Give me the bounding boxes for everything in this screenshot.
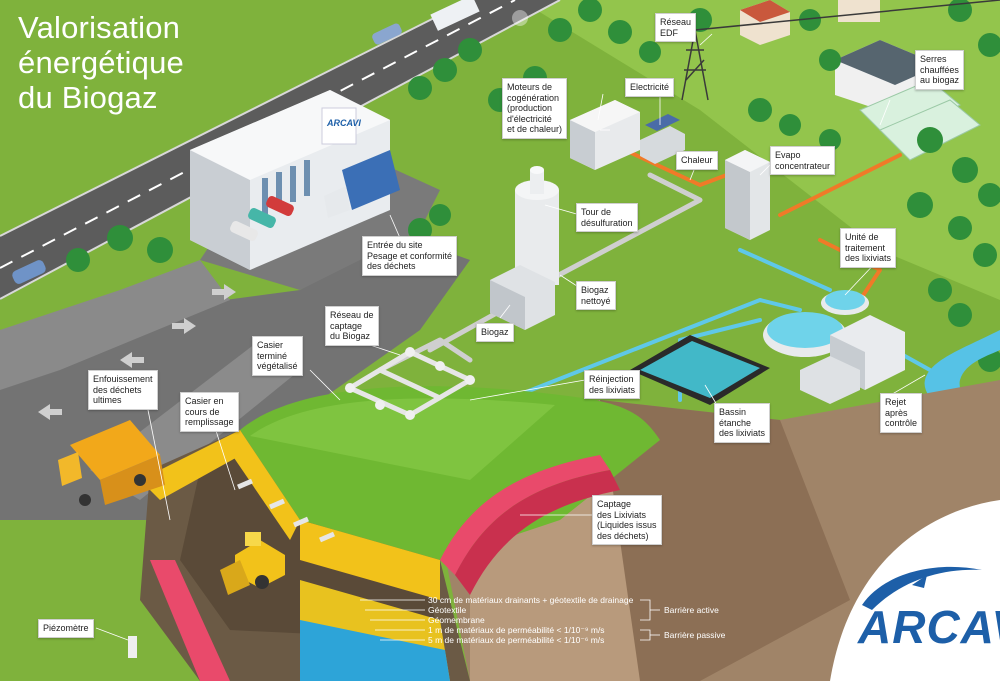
layer-geotextile: Géotextile [428,605,467,615]
label-serres: Serres chauffées au biogaz [915,50,965,90]
barrier-passive: Barrière passive [664,630,726,640]
layer-drainage: 30 cm de matériaux drainants + géotextil… [428,595,634,605]
leachate-basin [630,335,770,405]
label-moteurs-cogeneration: Moteurs de cogénération (production d'él… [502,78,568,139]
piezometer [128,636,137,658]
layer-5m: 5 m de matériaux de perméabilité < 1/10⁻… [428,635,605,645]
bulldozer [220,532,285,595]
page-title: Valorisation énergétique du Biogaz [18,10,184,115]
building-logo: ARCAVI [327,118,361,128]
barrier-active: Barrière active [664,605,719,615]
label-captage-lixiviats: Captage des Lixiviats (Liquides issus de… [592,495,662,545]
label-enfouissement: Enfouissement des déchets ultimes [88,370,158,410]
label-casier-termine: Casier terminé végétalisé [252,336,303,376]
label-rejet: Rejet après contrôle [880,393,923,433]
label-tour-desulfuration: Tour de désulfuration [576,203,638,232]
label-chaleur: Chaleur [676,151,718,170]
logo-backdrop [830,500,1000,681]
evapo-concentrator [725,150,770,240]
dump-truck [58,420,165,506]
label-bassin: Bassin étanche des lixiviats [714,403,771,443]
layer-geomembrane: Géomembrane [428,615,485,625]
label-evapo: Evapo concentrateur [770,146,836,175]
label-reseau-captage: Réseau de captage du Biogaz [325,306,379,346]
label-biogaz: Biogaz [476,323,514,342]
title-line-3: du Biogaz [18,80,158,115]
label-unite-traitement: Unité de traitement des lixiviats [840,228,897,268]
title-line-2: énergétique [18,45,184,80]
label-biogaz-nettoye: Biogaz nettoyé [576,281,616,310]
layer-1m: 1 m de matériaux de perméabilité < 1/10⁻… [428,625,605,635]
label-reseau-edf: Réseau EDF [655,13,697,42]
leachate-treatment-unit [763,290,905,404]
desulfurization-tower [490,166,559,330]
label-electricite: Electricité [625,78,675,97]
arcavi-logo: ARCAVI [858,601,1000,653]
vehicles [12,0,480,284]
cogeneration-plant [570,100,685,170]
title-line-1: Valorisation [18,10,181,45]
label-reinjection: Réinjection des lixiviats [584,370,641,399]
arcavi-logo-swoosh [862,566,982,610]
label-piezometre: Piézomètre [38,619,94,638]
power-pylon [681,0,1000,101]
label-casier-cours: Casier en cours de remplissage [180,392,239,432]
label-entree-site: Entrée du site Pesage et conformité des … [362,236,458,276]
